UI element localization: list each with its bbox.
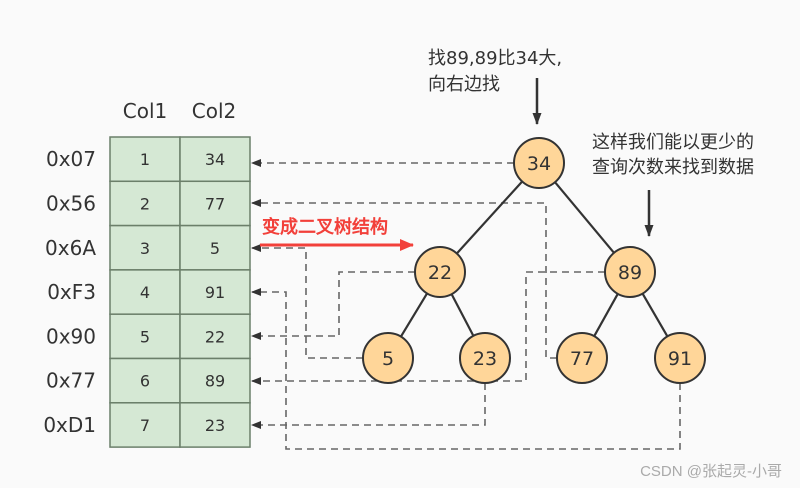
node-circle — [604, 246, 656, 298]
table-row: 0xF3 4 91 — [47, 269, 251, 315]
row-address: 0xF3 — [47, 280, 96, 304]
cell-col1 — [109, 136, 181, 183]
tree-node-22: 22 — [414, 246, 466, 298]
cell-col2 — [179, 136, 251, 183]
data-table: 0x07 1 34 0x56 2 77 0x6A 3 5 0xF3 4 91 0x90 5 22 0x77 6 8… — [43, 136, 251, 448]
table-row: 0x6A 3 5 — [45, 224, 251, 271]
tree-edge — [455, 180, 524, 255]
row-address: 0xD1 — [43, 413, 96, 437]
cell-col2 — [179, 180, 251, 227]
tree-edge — [450, 293, 475, 337]
node-circle — [556, 332, 608, 384]
tree-edge — [554, 181, 615, 254]
cell-col1-value: 3 — [140, 239, 150, 258]
node-value: 77 — [570, 348, 594, 370]
row-address: 0x77 — [46, 369, 96, 393]
node-value: 22 — [428, 262, 452, 284]
table-row: 0x90 5 22 — [46, 313, 251, 360]
cell-col2 — [179, 269, 251, 315]
table-row: 0x56 2 77 — [46, 180, 251, 227]
search-note-line1: 找89,89比34大, — [428, 48, 562, 69]
tree-node-5: 5 — [362, 332, 414, 384]
cell-col2-value: 22 — [205, 327, 225, 346]
cell-col1-value: 4 — [140, 283, 150, 302]
connector-23-to-row-7 — [251, 383, 486, 429]
benefit-note-line2: 查询次数来找到数据 — [592, 157, 754, 178]
benefit-note-line1: 这样我们能以更少的 — [592, 132, 754, 153]
node-value: 91 — [668, 348, 692, 370]
tree-node-89: 89 — [604, 246, 656, 298]
column-header-col1: Col1 — [123, 99, 167, 123]
watermark: CSDN @张起灵-小哥 — [640, 463, 782, 480]
cell-col1-value: 6 — [140, 372, 150, 391]
connector-77-to-row-2 — [251, 199, 557, 359]
transform-label: 变成二叉树结构 — [262, 216, 388, 238]
cell-col1 — [109, 402, 181, 448]
node-circle — [513, 137, 565, 189]
connector-22-to-row-5 — [251, 271, 415, 340]
tree-edge — [399, 292, 429, 338]
tree-node-34: 34 — [513, 137, 565, 189]
node-circle — [414, 246, 466, 298]
table-row: 0xD1 7 23 — [43, 402, 251, 448]
connector-5-to-row-3 — [251, 244, 363, 359]
row-address: 0x90 — [46, 324, 96, 348]
tree-node-91: 91 — [654, 332, 706, 384]
node-circle — [362, 332, 414, 384]
row-address: 0x07 — [46, 147, 96, 171]
row-address: 0x6A — [45, 236, 96, 260]
pointer-connectors — [251, 159, 681, 450]
tree-edge — [641, 293, 669, 337]
cell-col2 — [179, 357, 251, 404]
cell-col2-value: 34 — [205, 150, 225, 169]
node-value: 5 — [382, 348, 394, 370]
cell-col2 — [179, 224, 251, 271]
cell-col1-value: 2 — [140, 194, 150, 213]
cell-col2-value: 77 — [205, 194, 225, 213]
node-circle — [459, 332, 511, 384]
row-address: 0x56 — [46, 191, 96, 215]
column-header-col2: Col2 — [192, 99, 236, 123]
cell-col2-value: 91 — [205, 283, 225, 302]
tree-edges — [399, 180, 669, 338]
node-value: 23 — [473, 348, 497, 370]
node-circle — [654, 332, 706, 384]
cell-col2-value: 23 — [205, 416, 225, 435]
cell-col2 — [179, 313, 251, 360]
tree-node-23: 23 — [459, 332, 511, 384]
table-row: 0x07 1 34 — [46, 136, 251, 183]
cell-col2-value: 5 — [210, 239, 220, 258]
tree-node-77: 77 — [556, 332, 608, 384]
search-note-line2: 向右边找 — [428, 74, 500, 95]
node-value: 89 — [618, 262, 642, 284]
cell-col1-value: 1 — [140, 150, 150, 169]
cell-col1-value: 7 — [140, 416, 150, 435]
connector-91-to-row-4 — [251, 288, 681, 450]
table-row: 0x77 6 89 — [46, 357, 251, 404]
tree-edge — [593, 293, 619, 337]
cell-col1-value: 5 — [140, 327, 150, 346]
cell-col2 — [179, 402, 251, 448]
node-value: 34 — [527, 153, 551, 175]
tree-nodes: 34 22 89 5 23 77 91 — [362, 137, 706, 384]
cell-col2-value: 89 — [205, 372, 225, 391]
